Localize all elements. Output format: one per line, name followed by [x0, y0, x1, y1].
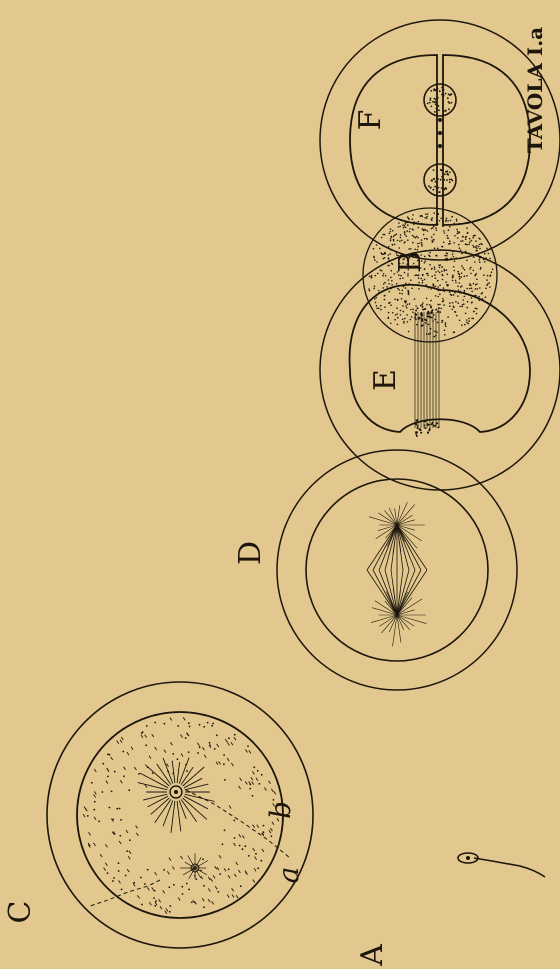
figure-e-dividing-egg [320, 250, 560, 490]
plate-title: TAVOLA I.a [523, 27, 547, 153]
figure-c-dots [83, 717, 279, 913]
figure-label-a: A [355, 944, 390, 967]
annotation-b: b [264, 801, 297, 819]
figure-label-e: E [368, 369, 403, 391]
figure-d-spindle [277, 450, 517, 690]
figure-e-spindle-fibers [414, 306, 440, 437]
figure-label-c: C [3, 901, 38, 924]
figure-label-f: F [353, 110, 388, 131]
figure-c-aster-rays [138, 758, 215, 879]
figure-b-dots [368, 212, 493, 337]
figure-d-aster-rays [369, 502, 426, 646]
figure-f-nuclei-texture [427, 87, 454, 193]
figure-a-spermatozoon [458, 853, 545, 877]
figure-label-d: D [233, 541, 268, 565]
annotation-a: a [272, 867, 305, 884]
